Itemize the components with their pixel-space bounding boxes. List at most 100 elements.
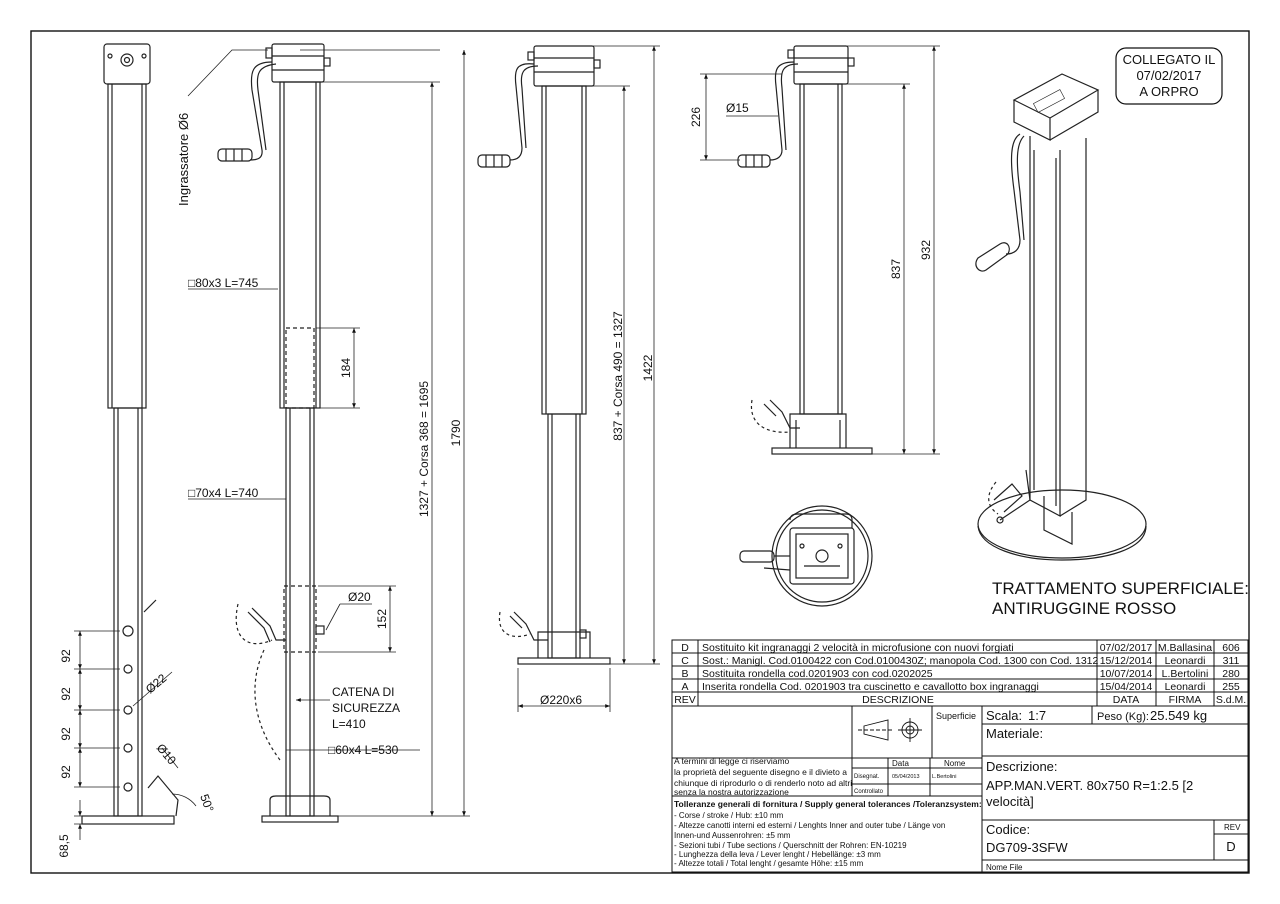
label-superficie: Superficie <box>936 711 976 721</box>
view-leg-front <box>81 43 179 825</box>
label-controllato: Controllato <box>854 789 884 795</box>
view-leg-dims <box>74 630 197 840</box>
dim-d10: Ø10 <box>154 741 180 768</box>
dim-1422: 1422 <box>641 354 655 381</box>
label-scala: Scala: <box>986 708 1022 723</box>
dim-d220: Ø220x6 <box>540 693 582 707</box>
legal-line-3: chiunque di riprodurlo o di renderlo not… <box>674 778 852 788</box>
label-peso: Peso (Kg): <box>1097 711 1149 723</box>
rev-header-rev: REV <box>674 694 696 706</box>
label-tube-80x3: □80x3 L=745 <box>188 276 259 290</box>
rev-c-id: C <box>681 655 689 667</box>
dim-50deg: 50° <box>197 792 216 814</box>
rev-header-date: DATA <box>1113 694 1139 706</box>
label-chain-2: SICUREZZA <box>332 701 400 715</box>
rev-d-id: D <box>681 642 689 654</box>
label-disegnat: Disegnat. <box>854 774 880 780</box>
rev-c-sign: Leonardi <box>1165 655 1206 667</box>
sheet-border <box>30 30 1250 874</box>
value-scala: 1:7 <box>1028 708 1046 723</box>
rev-a-id: A <box>681 681 688 693</box>
label-tube-70x4: □70x4 L=740 <box>188 486 259 500</box>
dim-932: 932 <box>919 240 933 260</box>
view-side-compact-dims <box>700 45 940 455</box>
surface-line-2: ANTIRUGGINE ROSSO <box>992 599 1176 618</box>
rev-header-sdm: S.d.M. <box>1216 694 1246 706</box>
label-data: Data <box>892 759 909 768</box>
rev-d-sdm: 606 <box>1222 642 1240 654</box>
dim-837: 837 <box>889 259 903 279</box>
rev-b-desc: Sostituita rondella cod.0201903 con cod.… <box>702 668 933 680</box>
rev-header-sign: FIRMA <box>1169 694 1202 706</box>
dim-184: 184 <box>339 358 353 378</box>
value-descrizione-2: velocità] <box>986 794 1034 809</box>
view-side-compact <box>737 45 873 455</box>
legal-line-2: la proprietà del seguente disegno e il d… <box>674 767 847 777</box>
legal-line-4: senza la nostra autorizzazione <box>674 787 789 797</box>
surface-line-1: TRATTAMENTO SUPERFICIALE: <box>992 579 1249 598</box>
tolerance-2: - Altezze canotti interni ed esterni / L… <box>674 821 945 830</box>
view-front-dims <box>517 45 660 712</box>
tolerance-title: Tolleranze generali di fornitura / Suppl… <box>674 799 982 809</box>
label-rev: REV <box>1224 823 1241 832</box>
rev-d-desc: Sostituito kit ingranaggi 2 velocità in … <box>702 642 1014 654</box>
rev-header-desc: DESCRIZIONE <box>862 694 934 706</box>
rev-a-sign: Leonardi <box>1165 681 1206 693</box>
rev-c-date: 15/12/2014 <box>1100 655 1153 667</box>
rev-b-sdm: 280 <box>1222 668 1240 680</box>
value-rev: D <box>1226 839 1235 854</box>
stamp-line-2: 07/02/2017 <box>1136 68 1201 83</box>
label-materiale: Materiale: <box>986 726 1043 741</box>
tolerance-4: - Sezioni tubi / Tube sections / Quersch… <box>674 841 907 850</box>
value-disegnat-name: L.Bertolini <box>932 774 956 780</box>
dim-152: 152 <box>375 609 389 629</box>
rev-d-date: 07/02/2017 <box>1100 642 1153 654</box>
dim-1695: 1327 + Corsa 368 = 1695 <box>417 381 431 517</box>
rev-b-id: B <box>681 668 688 680</box>
rev-a-date: 15/04/2014 <box>1100 681 1153 693</box>
rev-b-sign: L.Bertolini <box>1162 668 1209 680</box>
legal-line-1: A termini di legge ci riserviamo <box>674 756 790 766</box>
dim-d20: Ø20 <box>348 590 371 604</box>
dim-d22: Ø22 <box>143 671 170 697</box>
dim-1327: 837 + Corsa 490 = 1327 <box>611 311 625 441</box>
value-descrizione-1: APP.MAN.VERT. 80x750 R=1:2.5 [2 <box>986 778 1193 793</box>
label-nome-file: Nome File <box>986 863 1023 872</box>
label-codice: Codice: <box>986 822 1030 837</box>
view-side-crank <box>217 43 339 823</box>
stamp-box <box>1115 47 1223 105</box>
label-chain-1: CATENA DI <box>332 685 394 699</box>
dim-68-5: 68,5 <box>57 834 71 858</box>
label-ingrassatore: Ingrassatore Ø6 <box>176 113 191 206</box>
title-block-grid <box>671 705 1249 873</box>
dim-92-a: 92 <box>59 649 73 663</box>
view-side-dims <box>187 49 470 817</box>
rev-d-sign: M.Ballasina <box>1158 642 1212 654</box>
label-descrizione: Descrizione: <box>986 759 1058 774</box>
label-tube-60x4: □60x4 L=530 <box>328 743 399 757</box>
tolerance-3: Innen-und Aussenrohren: ±5 mm <box>674 831 791 840</box>
revision-rows: D Sostituito kit ingranaggi 2 velocità i… <box>674 642 1246 706</box>
rev-a-desc: Inserita rondella Cod. 0201903 tra cusci… <box>702 681 1039 693</box>
value-disegnat-date: 05/04/2013 <box>892 774 920 780</box>
dim-226: 226 <box>689 107 703 127</box>
projection-symbol <box>858 718 922 742</box>
view-isometric-label <box>1033 89 1065 113</box>
dim-92-d: 92 <box>59 765 73 779</box>
value-codice: DG709-3SFW <box>986 840 1068 855</box>
label-nome: Nome <box>944 759 966 768</box>
dim-1790: 1790 <box>449 419 463 446</box>
rev-a-sdm: 255 <box>1222 681 1240 693</box>
rev-c-desc: Sost.: Manigl. Cod.0100422 con Cod.01004… <box>702 655 1099 667</box>
tolerance-1: - Corse / stroke / Hub: ±10 mm <box>674 811 784 820</box>
dim-92-c: 92 <box>59 727 73 741</box>
label-chain-3: L=410 <box>332 717 366 731</box>
tolerance-6: - Altezze totali / Total lenght / gesamt… <box>674 859 864 868</box>
view-top <box>739 505 873 607</box>
dim-d15: Ø15 <box>726 101 749 115</box>
stamp-line-3: A ORPRO <box>1139 84 1198 99</box>
dim-92-b: 92 <box>59 687 73 701</box>
value-peso: 25.549 kg <box>1150 708 1207 723</box>
stamp-line-1: COLLEGATO IL <box>1123 52 1216 67</box>
